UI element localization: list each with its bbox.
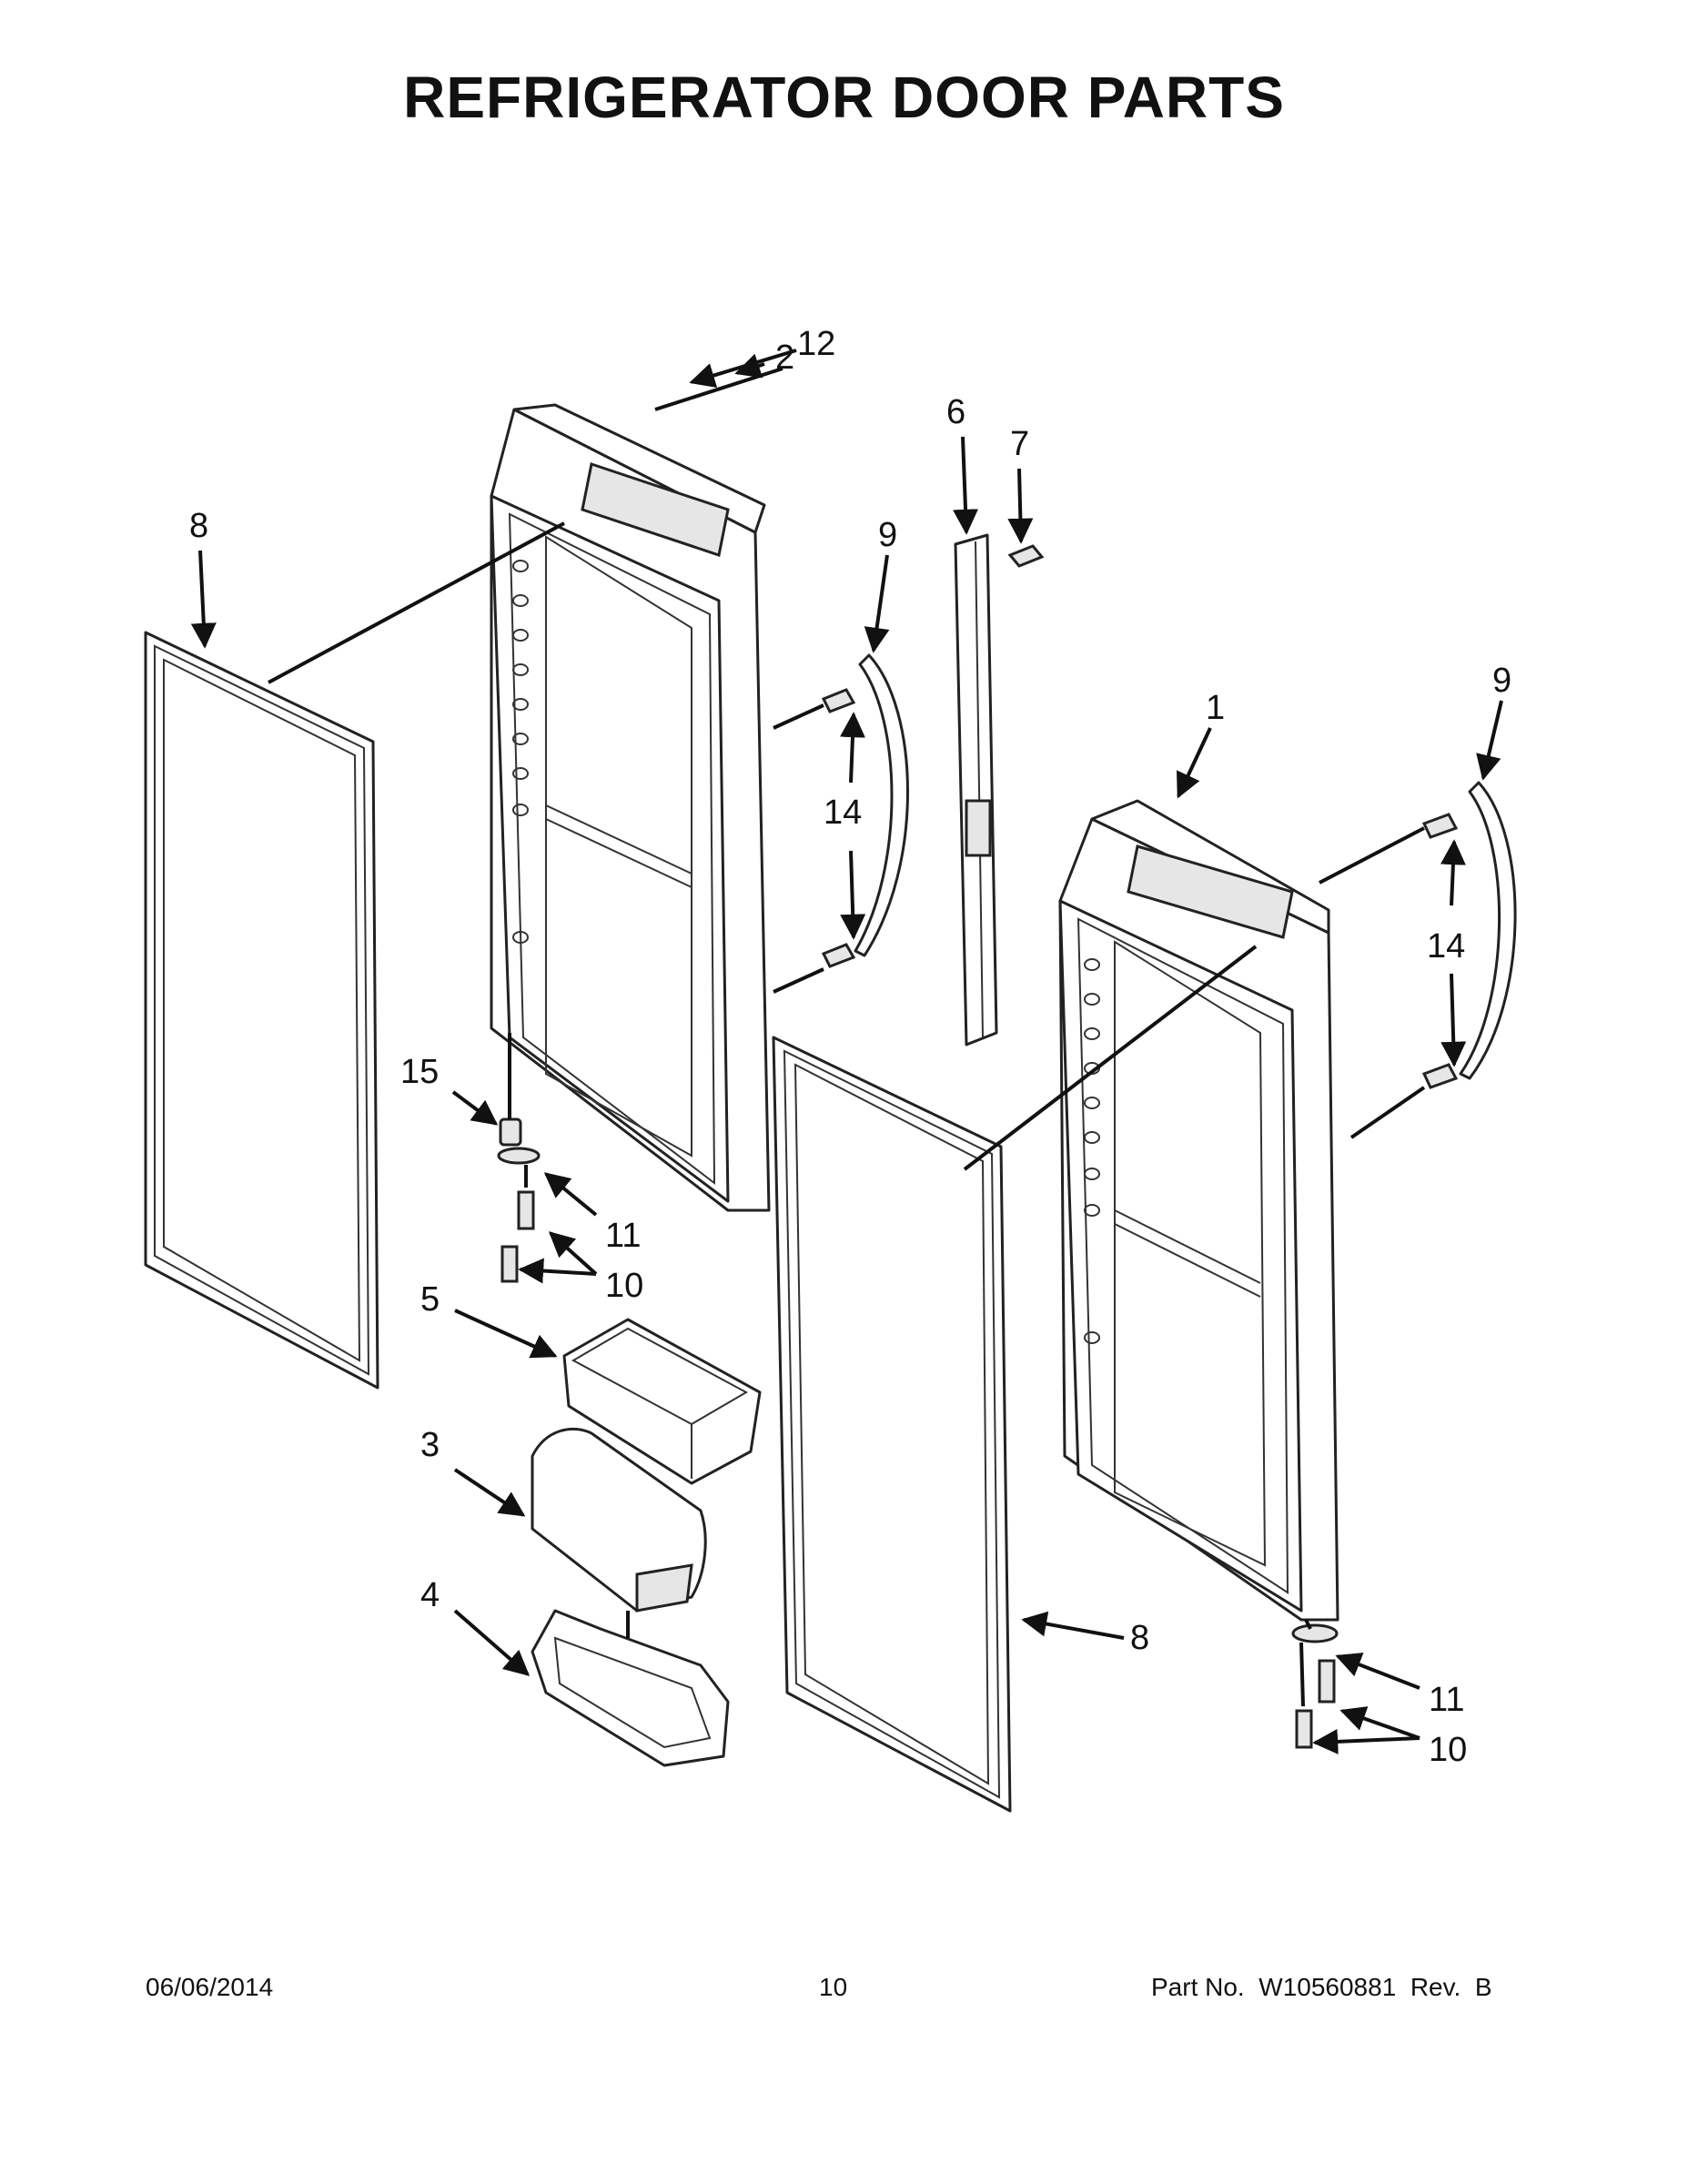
footer-date: 06/06/2014 <box>146 1973 274 2001</box>
callout-4: 4 <box>420 1576 440 1614</box>
door-gasket-right <box>772 1036 1012 1813</box>
callout-9-left: 9 <box>878 516 897 554</box>
center-mullion <box>954 533 998 1046</box>
door-gasket-left <box>144 631 379 1390</box>
handle-screws-left <box>821 688 856 968</box>
callout-3: 3 <box>420 1426 440 1464</box>
door-bin <box>562 1318 762 1485</box>
dispenser-cover <box>531 1427 707 1613</box>
leader-lines <box>190 349 1503 1754</box>
screw-7 <box>1007 544 1045 568</box>
door-left <box>490 403 771 1212</box>
callout-labels: 12 2 6 7 8 9 9 1 14 14 15 11 10 5 3 4 8 … <box>189 325 1511 1769</box>
handle-screws-right <box>1421 813 1459 1089</box>
callout-8-right: 8 <box>1130 1619 1149 1657</box>
callout-5: 5 <box>420 1280 440 1319</box>
callout-12: 12 <box>797 325 835 363</box>
callout-9-right: 9 <box>1492 662 1511 700</box>
page-title: REFRIGERATOR DOOR PARTS <box>403 65 1285 130</box>
handle-right <box>1459 781 1517 1080</box>
callout-15: 15 <box>400 1053 439 1091</box>
callout-14-right: 14 <box>1427 927 1465 966</box>
door-right <box>1058 799 1339 1622</box>
callout-7: 7 <box>1010 425 1029 463</box>
footer-page-number: 10 <box>819 1973 848 2001</box>
callout-14-left: 14 <box>824 794 862 832</box>
callout-10-right: 10 <box>1429 1731 1467 1769</box>
hinge-hardware-left <box>497 1117 541 1283</box>
callout-11-left: 11 <box>605 1217 641 1255</box>
footer-part-number: Part No. W10560881 Rev. B <box>1151 1973 1492 2001</box>
callout-10-left: 10 <box>605 1267 643 1305</box>
dispenser-base <box>531 1609 730 1767</box>
callout-1: 1 <box>1206 689 1225 727</box>
callout-11-right: 11 <box>1429 1681 1464 1719</box>
handle-left <box>854 653 909 957</box>
callout-6: 6 <box>946 393 965 431</box>
callout-2: 2 <box>775 339 794 377</box>
hinge-hardware-right <box>1291 1623 1339 1749</box>
callout-8-left: 8 <box>189 507 208 545</box>
